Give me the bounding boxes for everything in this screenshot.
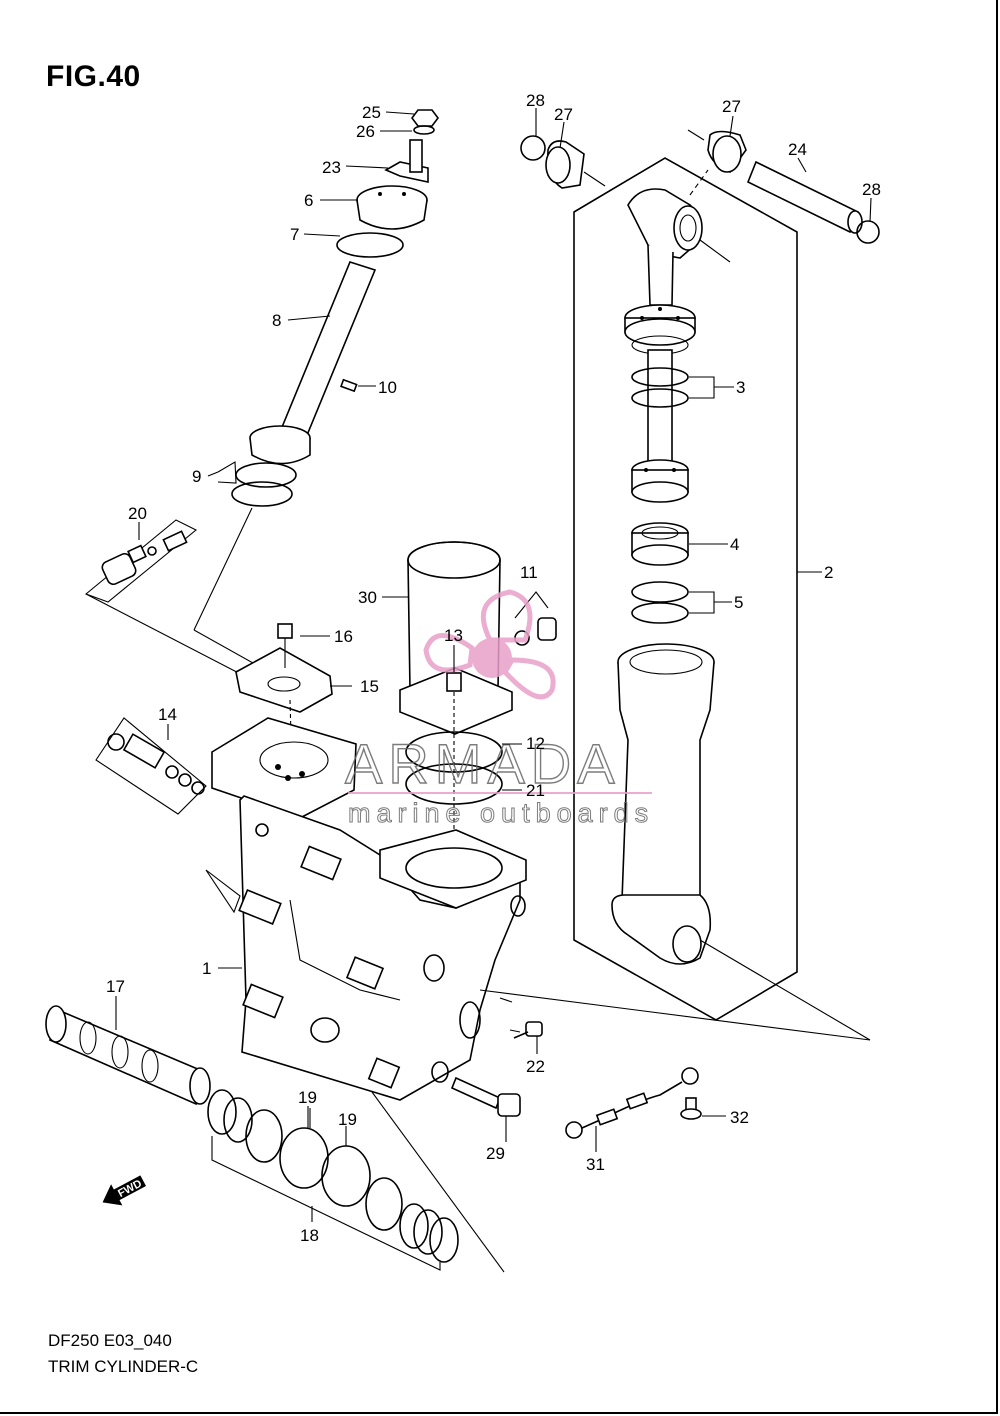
callout-19b: 19 (338, 1110, 357, 1129)
o-rings-3 (631, 367, 734, 408)
callout-22: 22 (526, 1057, 545, 1076)
screw-32 (680, 1097, 726, 1120)
forward-direction-icon: FWD (102, 1175, 147, 1206)
callout-9: 9 (192, 467, 201, 486)
piston-rod (624, 304, 696, 503)
callout-3: 3 (736, 378, 745, 397)
callout-labels: 25 26 23 6 7 8 10 9 20 16 15 14 30 13 11… (106, 91, 881, 1245)
watermark-brand: ARMADA (345, 732, 621, 795)
valve-stack (217, 109, 439, 507)
callout-8: 8 (272, 311, 281, 330)
callout-10: 10 (378, 378, 397, 397)
callout-26: 26 (356, 122, 375, 141)
callout-20: 20 (128, 504, 147, 523)
manual-valve-14 (95, 717, 207, 815)
callout-5: 5 (734, 593, 743, 612)
callout-16: 16 (334, 627, 353, 646)
cylinder-tube (611, 643, 871, 1041)
callout-17: 17 (106, 977, 125, 996)
ground-wire-31 (565, 1067, 699, 1152)
callout-28a: 28 (526, 91, 545, 110)
callout-21: 21 (526, 781, 545, 800)
section-name: TRIM CYLINDER-C (48, 1357, 199, 1376)
callout-24: 24 (788, 140, 807, 159)
callout-leaders (138, 108, 872, 1128)
bolt-22 (513, 1021, 543, 1039)
relief-valve-20 (84, 519, 198, 603)
figure-title: FIG.40 (46, 60, 141, 93)
callout-32: 32 (730, 1108, 749, 1127)
callout-30: 30 (358, 588, 377, 607)
callout-29: 29 (486, 1144, 505, 1163)
seal-kit-18 (207, 1089, 505, 1273)
callout-31: 31 (586, 1155, 605, 1174)
callout-14: 14 (158, 705, 177, 724)
callout-23: 23 (322, 158, 341, 177)
watermark-tagline: marine outboards (348, 798, 654, 828)
callout-6: 6 (304, 191, 313, 210)
propeller-logo-icon (423, 589, 556, 700)
seal-4 (631, 522, 728, 566)
callout-2: 2 (824, 563, 833, 582)
callout-12: 12 (526, 734, 545, 753)
callout-27a: 27 (554, 105, 573, 124)
o-rings-5 (631, 581, 732, 624)
callout-4: 4 (730, 535, 739, 554)
model-code: DF250 E03_040 (48, 1331, 172, 1350)
bushings-and-pin (520, 129, 880, 244)
callout-27b: 27 (722, 97, 741, 116)
fwd-label: FWD (116, 1178, 144, 1200)
bolt-29 (450, 1076, 521, 1142)
callout-1: 1 (202, 959, 211, 978)
callout-18: 18 (300, 1226, 319, 1245)
callout-7: 7 (290, 225, 299, 244)
cylinder-rod-eye (627, 169, 731, 306)
cylinder-assembly-outline (573, 157, 822, 1021)
shaft-17 (45, 996, 211, 1106)
callout-13: 13 (444, 626, 463, 645)
callout-28b: 28 (862, 180, 881, 199)
o-rings-12-21 (405, 731, 503, 805)
callout-11: 11 (520, 563, 538, 582)
armada-watermark: ARMADA marine outboards (344, 589, 654, 829)
callout-19a: 19 (298, 1088, 317, 1107)
trim-cylinder-body-1 (205, 717, 527, 1101)
callout-25: 25 (362, 103, 381, 122)
callout-15: 15 (360, 677, 379, 696)
